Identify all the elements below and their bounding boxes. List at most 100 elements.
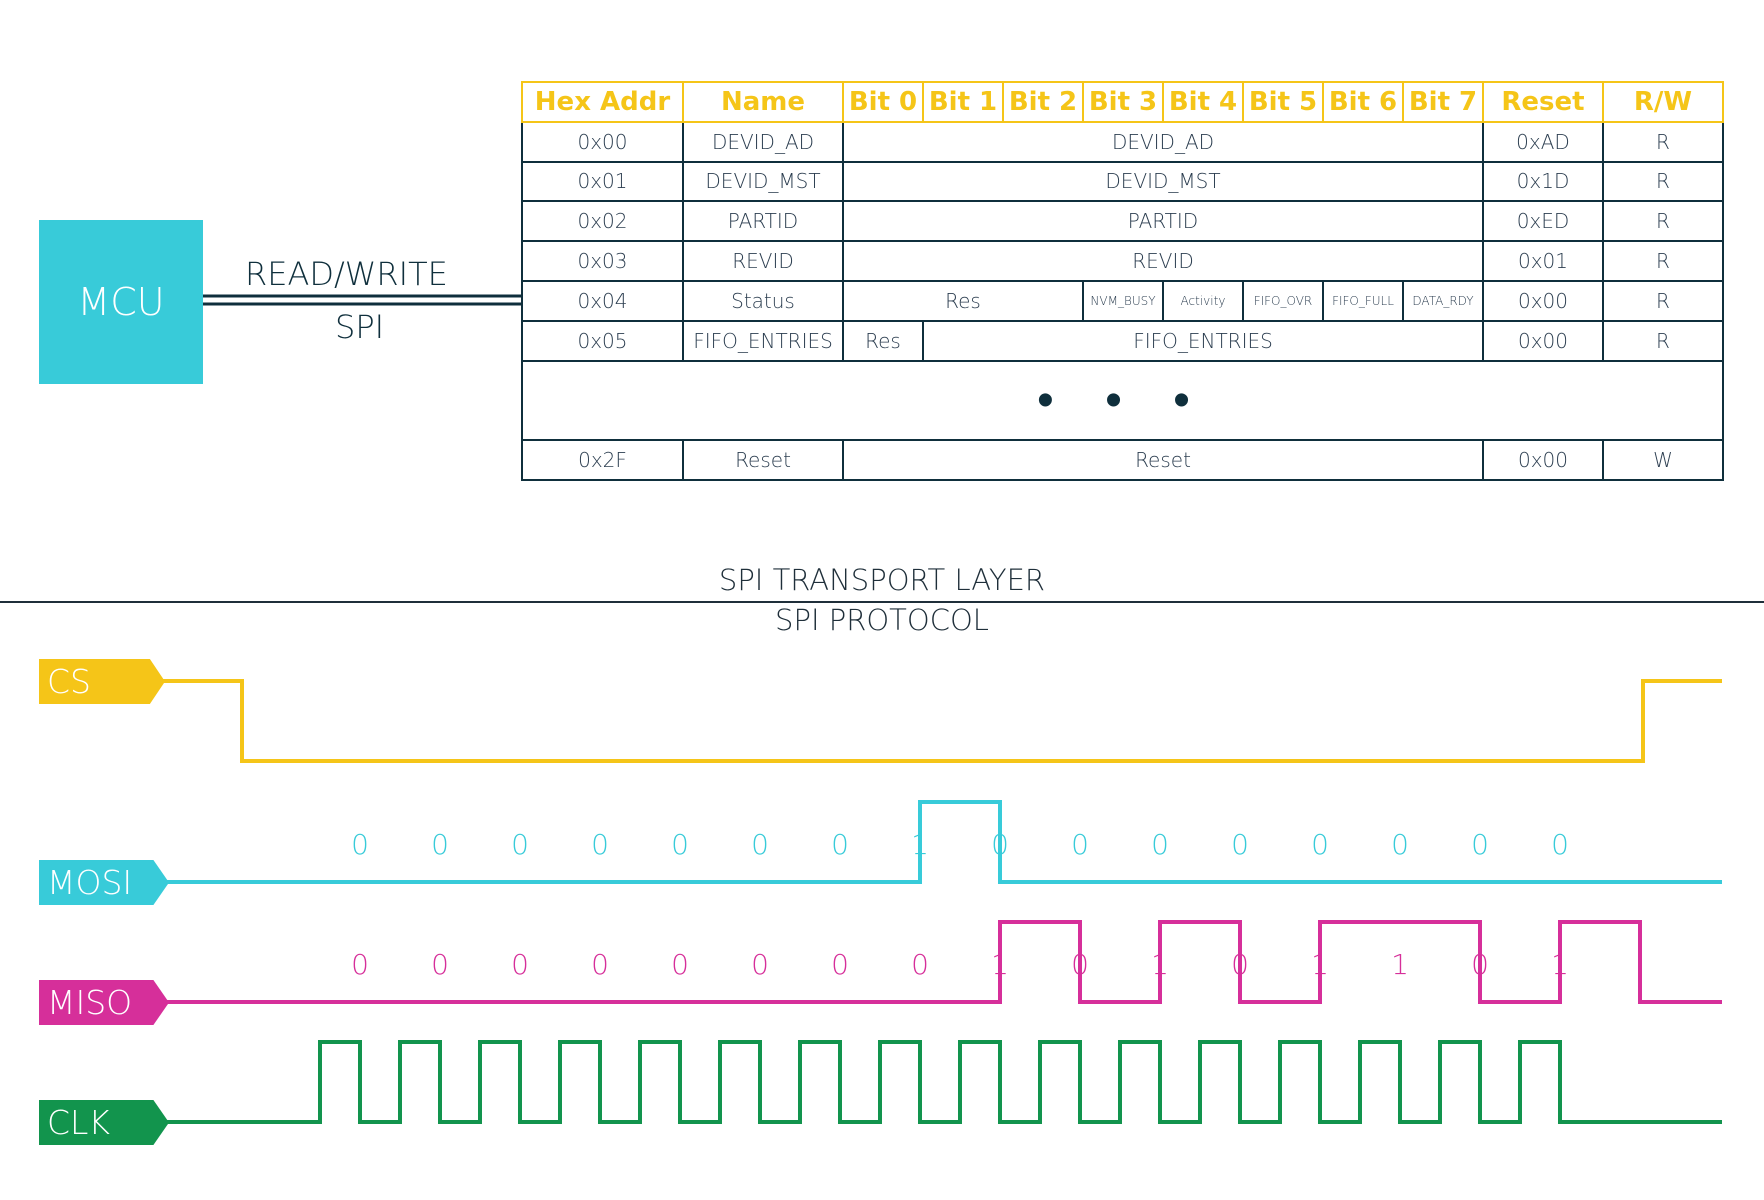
table-ellipsis-row: • • • [521,359,1724,442]
miso-bit-label: 0 [591,948,609,981]
field-cell: REVID [842,240,1484,282]
rw-cell: R [1602,240,1724,282]
bit-cell: FIFO_OVR [1242,279,1324,322]
mosi-label: MOSI [47,863,133,902]
table-row: 0x05 FIFO_ENTRIES Res FIFO_ENTRIES 0x00 … [521,319,1724,362]
table-row: 0x04 Status Res NVM_BUSY Activity FIFO_O… [521,279,1724,322]
layer-divider [0,601,1764,603]
header-cell: Bit 4 [1162,81,1244,123]
mosi-bit-label: 0 [591,828,609,861]
field-cell: FIFO_ENTRIES [922,319,1484,362]
cs-waveform [157,679,1722,763]
mosi-bit-label: 0 [831,828,849,861]
miso-signal-tag: MISO [39,980,169,1025]
reset-cell: 0x00 [1482,319,1604,362]
header-cell: Bit 5 [1242,81,1324,123]
header-cell: Bit 3 [1082,81,1164,123]
bus-label-read-write: READ/WRITE [245,255,448,293]
mosi-bit-label: 0 [351,828,369,861]
name-cell: FIFO_ENTRIES [682,319,844,362]
transport-layer-label: SPI TRANSPORT LAYER [718,563,1046,597]
miso-bit-label: 0 [751,948,769,981]
addr-cell: 0x05 [521,319,684,362]
table-row: 0x02 PARTID PARTID 0xED R [521,200,1724,243]
field-cell: DEVID_AD [842,120,1484,163]
table-header-row: Hex Addr Name Bit 0 Bit 1 Bit 2 Bit 3 Bi… [521,81,1724,123]
bit-cell: FIFO_FULL [1322,279,1404,322]
header-cell: Bit 1 [922,81,1004,123]
name-cell: DEVID_AD [682,120,844,163]
table-row: 0x2F Reset Reset 0x00 W [521,439,1724,481]
addr-cell: 0x00 [521,120,684,163]
clk-signal-tag: CLK [39,1100,169,1145]
cs-signal-tag: CS [39,659,165,704]
header-cell: R/W [1602,81,1724,123]
miso-bit-label: 0 [431,948,449,981]
ellipsis-cell: • • • [521,359,1724,442]
mcu-block: MCU [39,220,203,384]
mosi-bit-label: 0 [1551,828,1569,861]
name-cell: DEVID_MST [682,160,844,203]
mcu-label: MCU [77,280,165,324]
name-cell: REVID [682,240,844,282]
mosi-bit-label: 0 [1231,828,1249,861]
mosi-bit-label: 0 [1311,828,1329,861]
miso-waveform [161,920,1722,1004]
mosi-bit-label: 0 [511,828,529,861]
miso-bit-label: 0 [351,948,369,981]
mosi-bit-label: 0 [751,828,769,861]
res-cell: Res [842,279,1084,322]
addr-cell: 0x04 [521,279,684,322]
header-cell: Reset [1482,81,1604,123]
mosi-bit-label: 0 [431,828,449,861]
mosi-bit-label: 0 [1471,828,1489,861]
reset-cell: 0x00 [1482,439,1604,481]
reset-cell: 0x00 [1482,279,1604,322]
name-cell: Status [682,279,844,322]
bus-label-spi: SPI [335,308,385,346]
header-cell: Name [682,81,844,123]
clk-label: CLK [47,1103,111,1142]
rw-cell: R [1602,319,1724,362]
mosi-bit-label: 0 [671,828,689,861]
rw-cell: R [1602,279,1724,322]
miso-bit-label: 0 [511,948,529,981]
field-cell: Reset [842,439,1484,481]
bit-cell: DATA_RDY [1402,279,1484,322]
mosi-waveform [161,800,1722,884]
miso-bit-label: 0 [831,948,849,981]
name-cell: Reset [682,439,844,481]
name-cell: PARTID [682,200,844,243]
mosi-bit-label: 0 [1151,828,1169,861]
bit-cell: Activity [1162,279,1244,322]
miso-bit-label: 0 [671,948,689,981]
rw-cell: R [1602,160,1724,203]
reset-cell: 0x01 [1482,240,1604,282]
reset-cell: 0x1D [1482,160,1604,203]
table-row: 0x03 REVID REVID 0x01 R [521,240,1724,282]
mosi-signal-tag: MOSI [39,860,169,905]
header-cell: Bit 6 [1322,81,1404,123]
bit-cell: NVM_BUSY [1082,279,1164,322]
rw-cell: W [1602,439,1724,481]
addr-cell: 0x03 [521,240,684,282]
field-cell: PARTID [842,200,1484,243]
miso-label: MISO [47,983,133,1022]
field-cell: DEVID_MST [842,160,1484,203]
protocol-layer-label: SPI PROTOCOL [775,603,989,637]
table-row: 0x00 DEVID_AD DEVID_AD 0xAD R [521,120,1724,163]
miso-bit-label: 0 [911,948,929,981]
rw-cell: R [1602,120,1724,163]
mosi-bit-label: 0 [1071,828,1089,861]
register-map-table: Hex Addr Name Bit 0 Bit 1 Bit 2 Bit 3 Bi… [521,81,1724,481]
addr-cell: 0x01 [521,160,684,203]
header-cell: Bit 0 [842,81,924,123]
cs-label: CS [47,662,91,701]
reset-cell: 0xED [1482,200,1604,243]
header-cell: Bit 2 [1002,81,1084,123]
clk-waveform [161,1040,1722,1124]
res-cell: Res [842,319,924,362]
header-cell: Bit 7 [1402,81,1484,123]
mosi-bit-label: 0 [1391,828,1409,861]
